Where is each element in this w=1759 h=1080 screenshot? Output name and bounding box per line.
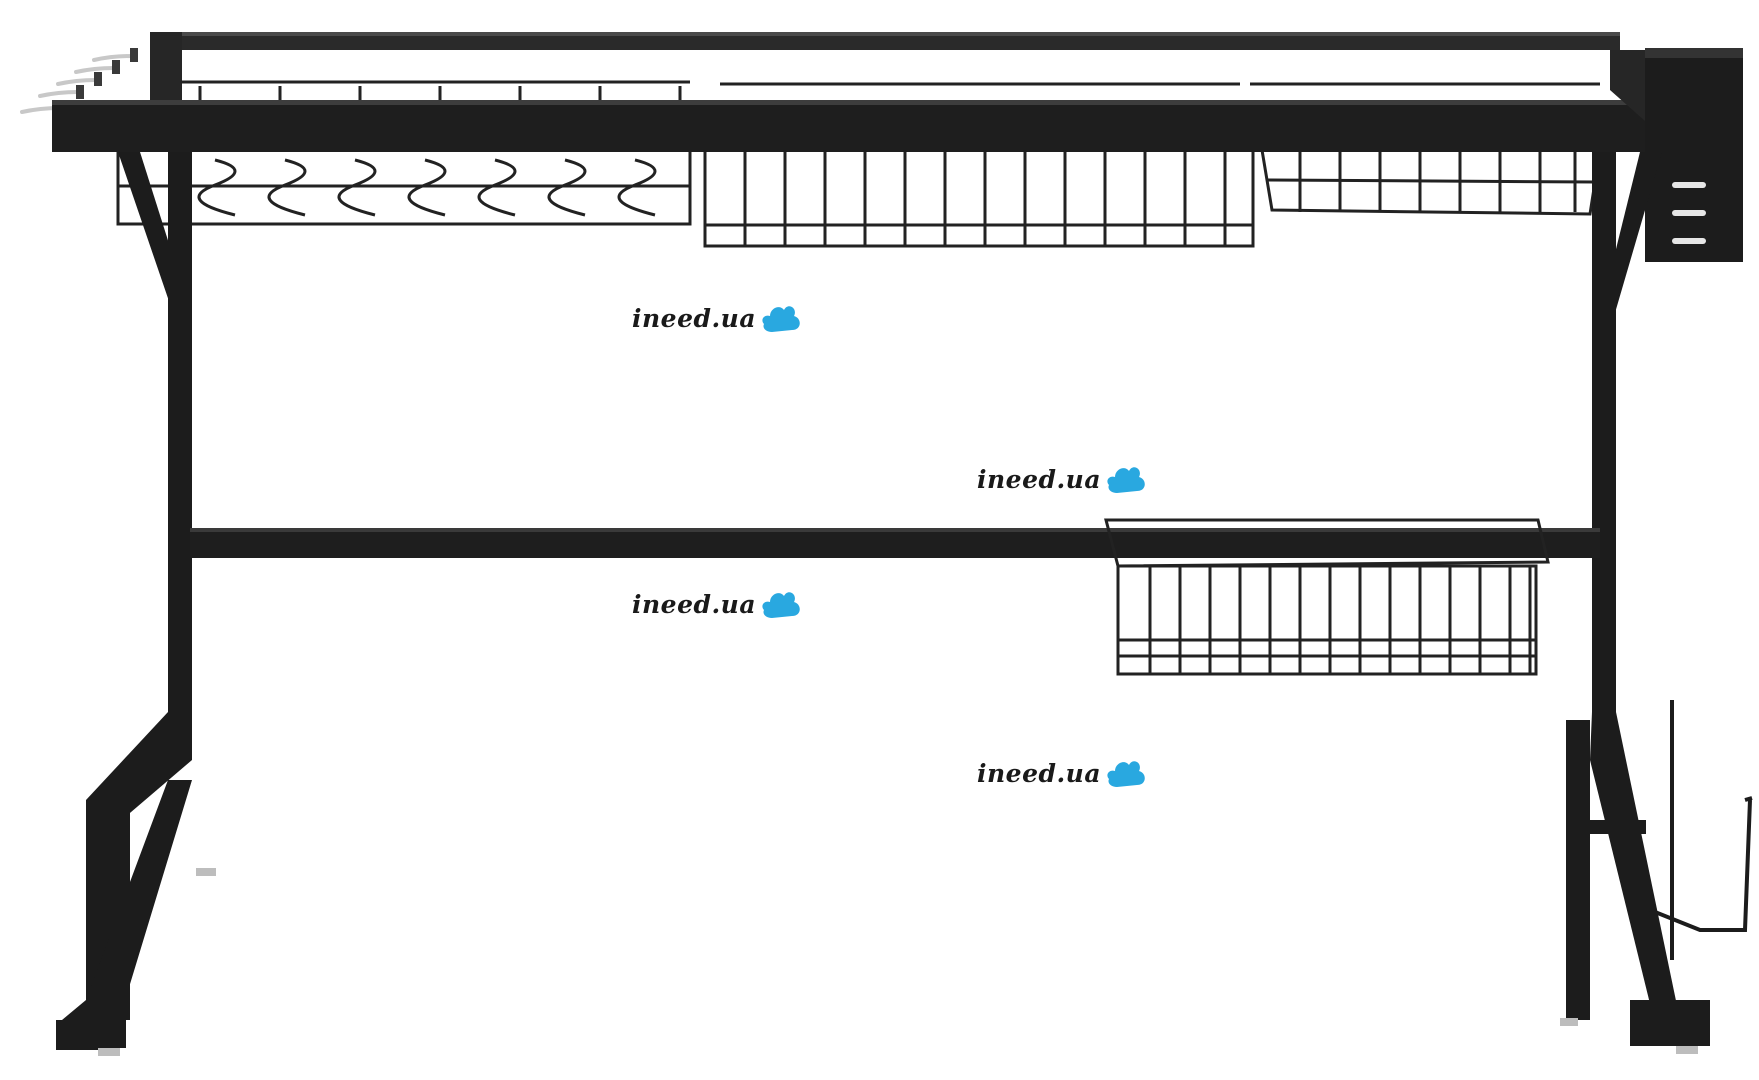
left-leg	[56, 152, 216, 1056]
front-top-frame	[52, 50, 1714, 152]
cloud-logo-icon	[762, 306, 800, 332]
watermark: ineed.ua	[632, 582, 804, 626]
back-top-rail	[150, 32, 1620, 122]
watermark-text: ineed.ua	[977, 758, 1102, 788]
right-leg	[1560, 152, 1710, 1054]
hanging-basket	[1104, 518, 1550, 676]
cloud-logo-icon	[1107, 467, 1145, 493]
watermark: ineed.ua	[977, 751, 1149, 795]
cloud-logo-icon	[762, 592, 800, 618]
board-holder	[1649, 700, 1753, 960]
middle-crossbar	[190, 528, 1600, 558]
watermark: ineed.ua	[632, 296, 804, 340]
watermark-text: ineed.ua	[632, 303, 757, 333]
bowl-basket	[703, 82, 1255, 248]
watermark-text: ineed.ua	[632, 589, 757, 619]
utensil-holder	[1645, 48, 1743, 262]
cloud-logo-icon	[1107, 761, 1145, 787]
watermark: ineed.ua	[977, 457, 1149, 501]
watermark-text: ineed.ua	[977, 464, 1102, 494]
